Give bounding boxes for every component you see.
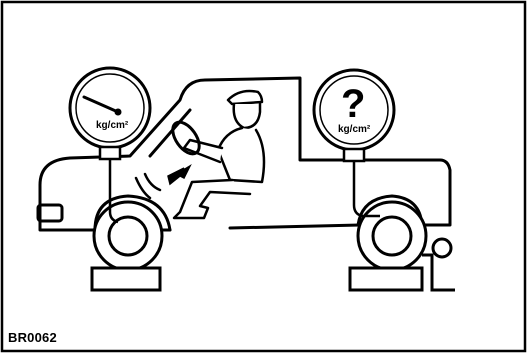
rear-roller-platform <box>350 268 422 290</box>
pedal-press-arrow <box>168 166 190 184</box>
driver-leg <box>174 180 250 218</box>
front-roller-platform <box>92 268 160 290</box>
right-gauge-question-mark: ? <box>341 82 365 126</box>
right-gauge-unit-label: kg/cm² <box>338 124 371 135</box>
rear-wheel-hub <box>373 217 411 255</box>
driver-arm <box>184 140 222 162</box>
rear-bleeder-pipe <box>422 255 455 290</box>
figure-reference-code: BR0062 <box>8 330 57 345</box>
driver-hat <box>228 91 262 104</box>
rear-bleeder-bulb <box>433 239 451 257</box>
driver-figure <box>174 91 264 218</box>
left-gauge-unit-label: kg/cm² <box>96 120 129 131</box>
headlight <box>38 205 62 221</box>
front-wheel-hub <box>109 217 147 255</box>
brake-pedal <box>145 174 160 190</box>
driver-head <box>234 104 260 128</box>
driver-torso <box>218 128 264 182</box>
